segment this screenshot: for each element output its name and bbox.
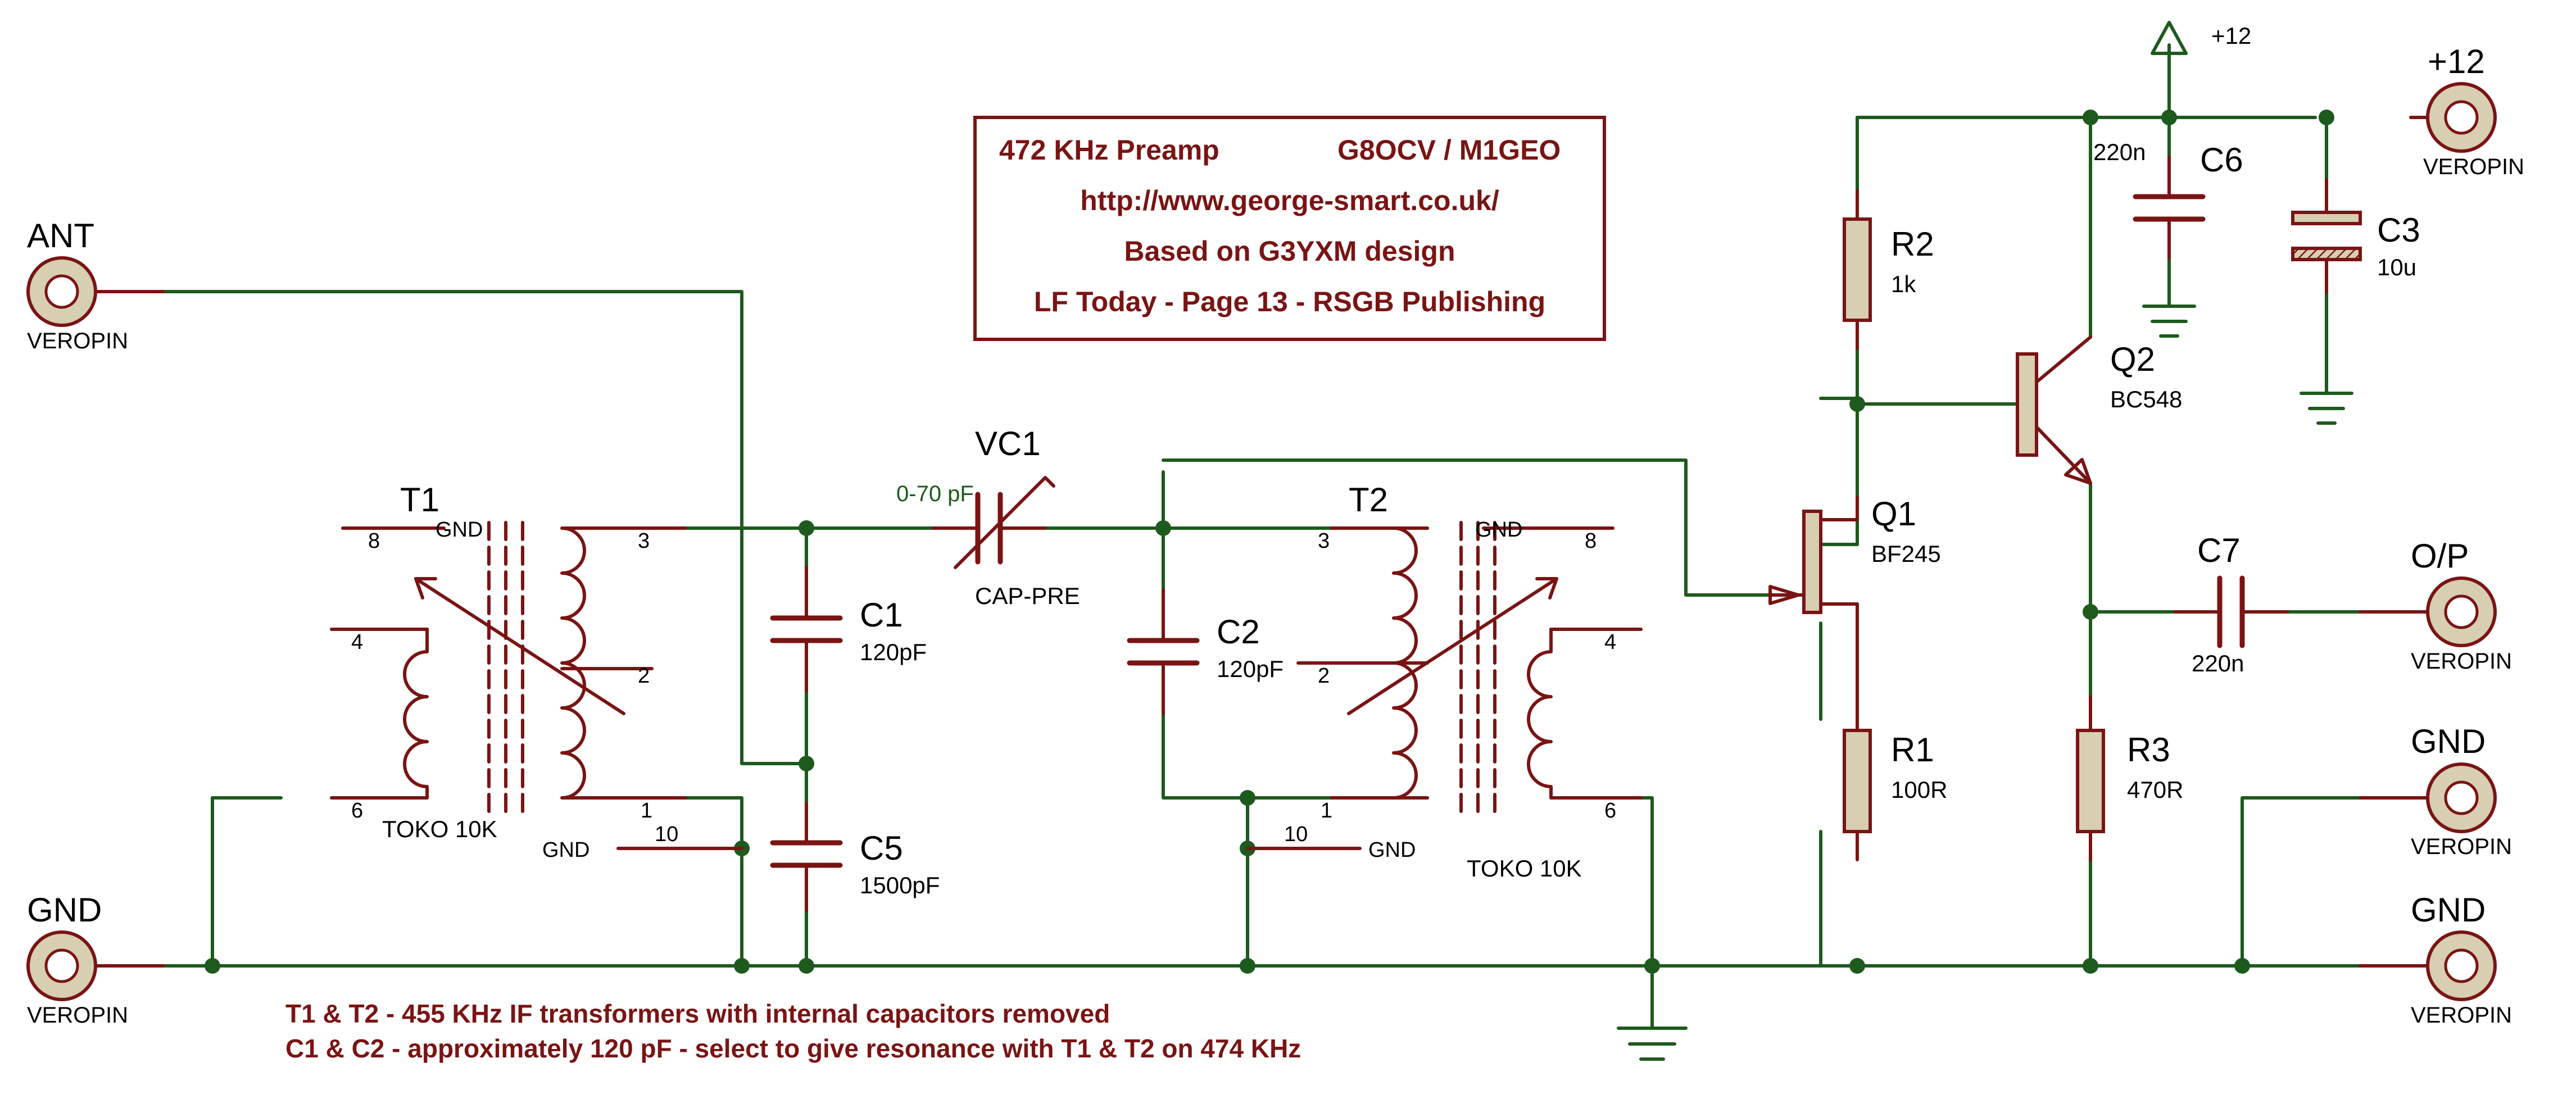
c2-value: 120pF: [1217, 656, 1284, 682]
t1-pin-1: 1: [641, 799, 652, 823]
transformer-t2: T2 TOKO 10K 3 8 2 4 1 6 10 GND GND: [1246, 481, 1643, 882]
connector-supply: +12 VEROPIN: [2409, 43, 2524, 179]
t1-pin-6: 6: [351, 799, 363, 823]
t2-pin-4: 4: [1604, 630, 1616, 654]
connector-gnd-left: GND VEROPIN: [26, 891, 165, 1028]
r1-ref: R1: [1891, 731, 1934, 769]
connector-ant-name: ANT: [27, 217, 94, 255]
t2-pin-2: 2: [1318, 664, 1330, 688]
note-transformers: T1 & T2 - 455 KHz IF transformers with i…: [285, 999, 1110, 1028]
transformer-t1: T1 TOKO 10K 8 3 4 2 6 1 10 GND GND: [330, 481, 743, 862]
junction-dots: [205, 110, 2334, 974]
title-project: 472 KHz Preamp: [999, 134, 1219, 166]
title-url: http://www.george-smart.co.uk/: [1080, 185, 1499, 216]
t1-pin-3: 3: [638, 529, 650, 553]
capacitor-c2: C2 120pF: [1127, 588, 1284, 715]
c1-ref: C1: [860, 596, 903, 634]
connector-gnd-right-2-name: GND: [2411, 891, 2486, 929]
transistor-q2: Q2 BC548: [2016, 335, 2182, 485]
title-callsigns: G8OCV / M1GEO: [1337, 134, 1561, 166]
connector-supply-type: VEROPIN: [2423, 155, 2524, 179]
r1-value: 100R: [1891, 776, 1947, 803]
capacitor-c1: C1 120pF: [770, 566, 927, 693]
vc1-ref: VC1: [975, 425, 1041, 462]
variable-capacitor-vc1: VC1 0-70 pF CAP-PRE: [896, 425, 1080, 609]
capacitor-c3: C3 10u: [2291, 178, 2420, 294]
q2-value: BC548: [2110, 386, 2182, 412]
t2-pin-10: 10: [1284, 823, 1308, 846]
notes: T1 & T2 - 455 KHz IF transformers with i…: [285, 999, 1301, 1063]
title-origin: Based on G3YXM design: [1124, 235, 1455, 267]
connector-output-type: VEROPIN: [2411, 649, 2512, 674]
ground-symbol-main: [1617, 1027, 1688, 1061]
c7-ref: C7: [2197, 532, 2241, 569]
t1-pin-10: 10: [655, 823, 678, 846]
vc1-value: 0-70 pF: [896, 482, 974, 506]
connector-ant-type: VEROPIN: [27, 329, 128, 353]
r2-ref: R2: [1891, 225, 1934, 263]
t1-value: TOKO 10K: [382, 816, 497, 842]
connector-supply-name: +12: [2428, 43, 2485, 80]
supply-arrow-label: +12: [2211, 22, 2251, 49]
c3-value: 10u: [2377, 254, 2416, 280]
c2-ref: C2: [1217, 613, 1260, 651]
t2-gnd-top: GND: [1475, 518, 1522, 542]
note-capacitors: C1 & C2 - approximately 120 pF - select …: [285, 1034, 1301, 1063]
t1-pin-2: 2: [638, 664, 650, 688]
q1-value: BF245: [1871, 541, 1941, 567]
capacitor-c6: C6 220n: [2093, 139, 2243, 260]
c5-ref: C5: [860, 829, 903, 867]
c3-ref: C3: [2377, 211, 2420, 249]
resistor-r2: R2 1k: [1843, 189, 1934, 350]
t2-pin-8: 8: [1585, 529, 1597, 553]
connector-gnd-right-1-name: GND: [2411, 723, 2486, 760]
t2-value: TOKO 10K: [1467, 855, 1582, 882]
c1-value: 120pF: [860, 639, 927, 665]
connector-output: O/P VEROPIN: [2359, 537, 2512, 674]
q2-ref: Q2: [2110, 340, 2155, 378]
c6-value: 220n: [2093, 139, 2146, 165]
connector-gnd-right-1-type: VEROPIN: [2411, 834, 2512, 859]
capacitor-c5: C5 1500pF: [770, 802, 940, 912]
ground-symbols: [1617, 302, 2353, 1061]
connector-ant: ANT VEROPIN: [26, 217, 165, 353]
transistor-q1: Q1 BF245: [1768, 402, 1941, 698]
capacitor-c7: C7 220n: [2173, 532, 2289, 676]
connector-gnd-right-1: GND VEROPIN: [2359, 723, 2512, 859]
q1-ref: Q1: [1871, 495, 1916, 533]
connector-gnd-right-2: GND VEROPIN: [2359, 891, 2512, 1028]
t1-gnd-top: GND: [436, 518, 483, 542]
supply-arrow: +12: [2151, 21, 2251, 55]
r2-value: 1k: [1891, 271, 1916, 297]
t2-ref: T2: [1349, 481, 1388, 519]
connector-gnd-left-type: VEROPIN: [27, 1003, 128, 1028]
t1-gnd-bottom: GND: [542, 838, 589, 862]
t1-pin-4: 4: [351, 630, 363, 654]
ground-symbol-c6: [2142, 302, 2196, 338]
c6-ref: C6: [2200, 141, 2243, 179]
t2-gnd-bottom: GND: [1368, 838, 1416, 862]
t1-ref: T1: [400, 481, 439, 519]
ground-symbol-c3: [2300, 392, 2353, 425]
t2-pin-1: 1: [1321, 799, 1332, 823]
connector-gnd-right-2-type: VEROPIN: [2411, 1003, 2512, 1028]
t1-pin-8: 8: [368, 529, 380, 553]
t2-pin-3: 3: [1318, 529, 1330, 553]
title-reference: LF Today - Page 13 - RSGB Publishing: [1034, 286, 1545, 317]
r3-ref: R3: [2127, 731, 2170, 769]
connector-gnd-left-name: GND: [27, 891, 102, 929]
r3-value: 470R: [2127, 776, 2183, 803]
title-block: 472 KHz Preamp G8OCV / M1GEO http://www.…: [973, 116, 1606, 341]
vc1-type: CAP-PRE: [975, 583, 1080, 609]
connector-output-name: O/P: [2411, 537, 2469, 575]
t2-pin-6: 6: [1604, 799, 1616, 823]
resistor-r3: R3 470R: [2076, 695, 2183, 861]
resistor-r1: R1 100R: [1843, 695, 1947, 861]
c5-value: 1500pF: [860, 872, 940, 898]
c7-value: 220n: [2192, 650, 2244, 676]
